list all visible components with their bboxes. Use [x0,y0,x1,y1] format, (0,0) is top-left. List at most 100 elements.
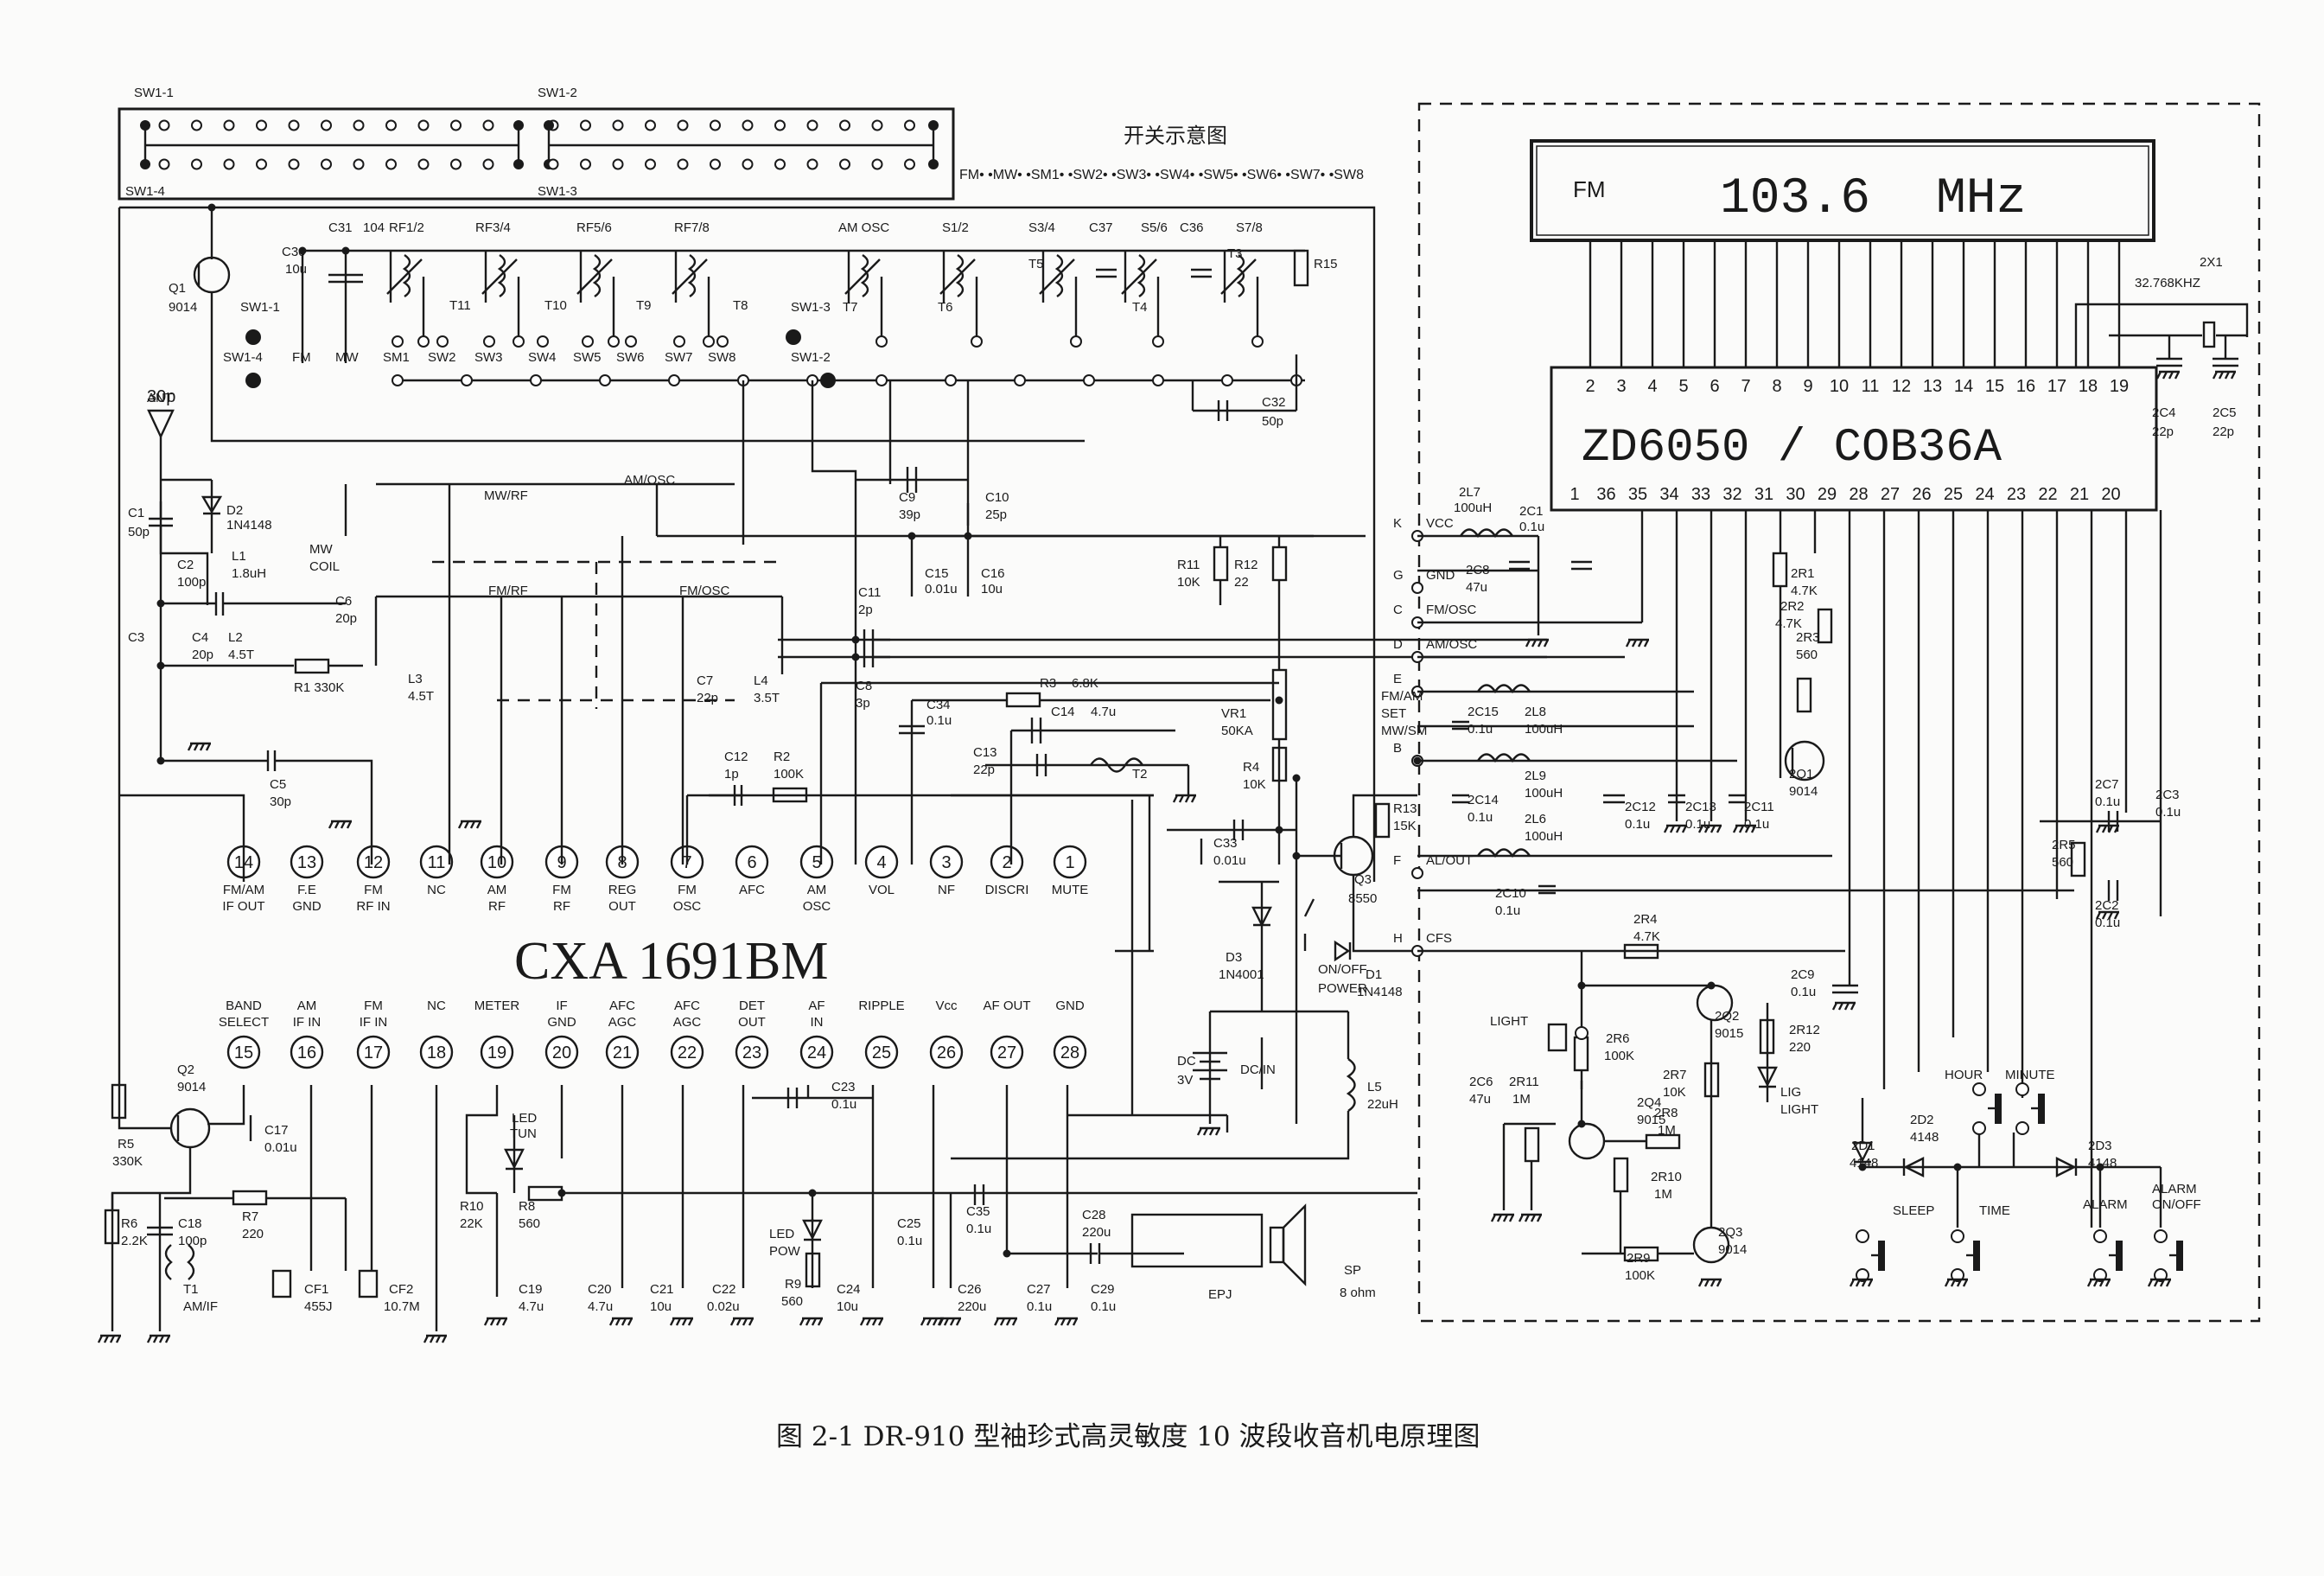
main-ic-pin [419,1035,454,1069]
component-label: C7 [697,673,713,688]
main-ic-pin-label: GND [292,899,322,914]
ground-icon [949,1318,956,1326]
component-label: T7 [843,300,858,315]
component-label: C8 [856,679,872,693]
connector-pin [1411,582,1423,594]
ground-icon [627,1318,634,1326]
ground-icon [1831,1002,1838,1011]
component-label: TUN [510,1126,537,1141]
ground-icon [2086,1279,2093,1287]
main-ic-pin-label: Vcc [935,999,958,1013]
switch-contact [625,335,637,348]
clock-board-outline [1417,102,2261,1323]
component-label: C33 [1213,836,1238,851]
ground-icon [943,1318,950,1326]
ground-icon [1744,825,1751,833]
component-label: 4148 [1910,1130,1939,1145]
ground-icon [1531,639,1538,648]
component-label: DC [1177,1054,1196,1069]
tuning-label: RF1/2 [389,220,424,235]
ground-icon [1060,1318,1066,1326]
sw1-3-label: SW1-3 [538,184,577,199]
component-label: 560 [519,1216,540,1231]
button-label: ON/OFF [2152,1197,2201,1212]
component-label: DC/IN [1240,1062,1276,1077]
tuning-coils [386,249,1309,348]
switch-contact-label: SW4 [528,350,557,365]
junction-dot [1577,1120,1586,1128]
component-label: 1.8uH [232,566,266,581]
clock-ic-bottom-pin: 35 [1628,485,1647,504]
ground-icon [334,820,341,829]
lcd-leads [1589,240,2121,367]
component-label: T3 [1227,246,1243,261]
component-label: 100uH [1454,501,1492,515]
main-ic-pin-label: OUT [608,899,636,914]
component-label: 220u [958,1299,986,1314]
coil-tap [1152,335,1164,348]
component-label: 2C14 [1468,793,1499,807]
clock-ic-top-pin: 14 [1954,377,1973,396]
component-label: AM/OSC [624,473,675,488]
component-label: 2C1 [1519,504,1544,519]
component-label: 25p [985,507,1007,522]
component-label: 22p [697,691,718,705]
coil [1054,254,1064,297]
component-label: 9014 [1718,1242,1747,1257]
component-label: 0.1u [831,1097,856,1112]
switch-contact [288,119,300,131]
component-label: L2 [228,630,243,645]
component-label: R7 [242,1209,258,1224]
component-label: 10u [837,1299,858,1314]
ground-icon [328,820,334,829]
switch-positions: FM• •MW• •SM1• •SW2• •SW3• •SW4• •SW5• •… [959,168,1364,182]
component-label: 1M [1658,1123,1676,1138]
coil-tap [1070,335,1082,348]
switch-contact [158,119,170,131]
crystal-ref: 2X1 [2200,255,2223,270]
component-label: 2R8 [1654,1106,1678,1120]
main-ic-pin-label: DISCRI [985,883,1029,897]
ground-icon [1637,639,1644,648]
component-label: 2L7 [1459,485,1480,500]
main-ic-pin-label: OSC [803,899,831,914]
junction-dot [1858,1163,1867,1171]
component-label: C18 [178,1216,202,1231]
component-label: C1 [128,506,144,520]
switch-contact [321,119,332,131]
component-label: 50p [128,525,150,539]
component-label: R9 [785,1277,801,1292]
component-label: C32 [1262,395,1286,410]
push-button-icon [1973,1241,1980,1271]
component-label: 0.1u [1791,985,1816,999]
button-contact [2015,1121,2029,1135]
component-label: 20p [335,611,357,626]
ground-icon [2224,371,2231,380]
main-ic-pin [356,845,391,879]
switch-contact [321,158,332,170]
component-label: C24 [837,1282,861,1297]
ground-icon [1850,1002,1856,1011]
ground-icon [675,1318,682,1326]
light-button-contact [1575,1026,1589,1040]
component-label: 100p [178,1234,207,1248]
main-ic-pin-number: 12 [364,853,383,872]
component-label: L3 [408,672,423,686]
component-label: C10 [985,490,1009,505]
coil-tap [417,335,430,348]
ground-icon [475,820,482,829]
ground-icon [146,1335,153,1343]
main-ic-pin [480,1035,514,1069]
component-label: T10 [544,298,567,313]
ground-icon [2101,825,2108,833]
switch-contact [871,119,883,131]
junction-dot [1577,981,1586,990]
component-label: C16 [981,566,1005,581]
switch-pivot [245,329,261,345]
connector-name: MW/SM [1381,724,1427,738]
ground-icon [1631,639,1638,648]
tuning-label: R15 [1314,257,1338,271]
